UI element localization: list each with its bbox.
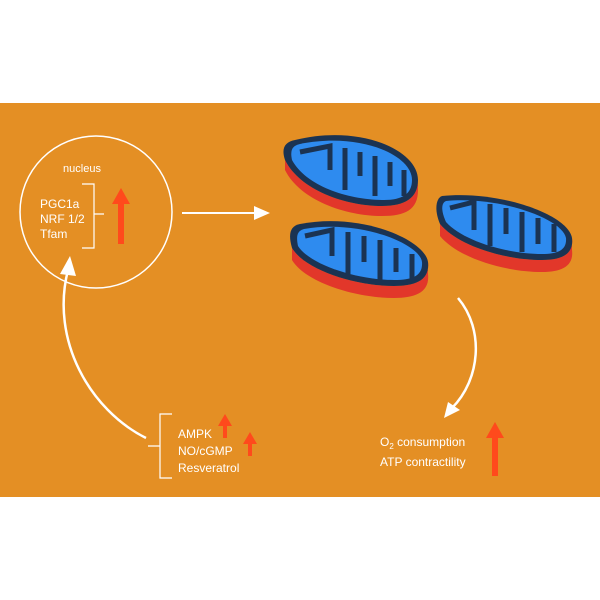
activator-resveratrol: Resveratrol: [178, 461, 239, 475]
curved-arrow-icon: [444, 297, 477, 418]
factor-tfam: Tfam: [40, 227, 67, 241]
mitochondrion-icon: [283, 135, 418, 216]
outcome-atp-contractility: ATP contractility: [380, 455, 466, 469]
curved-arrow-icon: [60, 256, 147, 440]
up-arrow-icon: [486, 422, 504, 476]
factor-pgc1a: PGC1a: [40, 197, 80, 211]
up-arrow-icon: [112, 188, 130, 244]
up-arrow-icon: [243, 432, 257, 456]
activator-no-cgmp: NO/cGMP: [178, 444, 233, 458]
factor-nrf: NRF 1/2: [40, 212, 85, 226]
mitochondrion-icon: [436, 195, 573, 272]
up-arrow-icon: [218, 414, 232, 438]
nucleus-title: nucleus: [63, 163, 101, 175]
factor-bracket: [82, 183, 104, 249]
mitochondrion-icon: [290, 221, 429, 298]
right-arrow-icon: [182, 206, 270, 220]
outcome-o2-consumption: O2 consumption: [380, 435, 465, 451]
activator-bracket: [148, 413, 172, 479]
activator-ampk: AMPK: [178, 427, 212, 441]
nucleus-circle: [19, 135, 173, 289]
